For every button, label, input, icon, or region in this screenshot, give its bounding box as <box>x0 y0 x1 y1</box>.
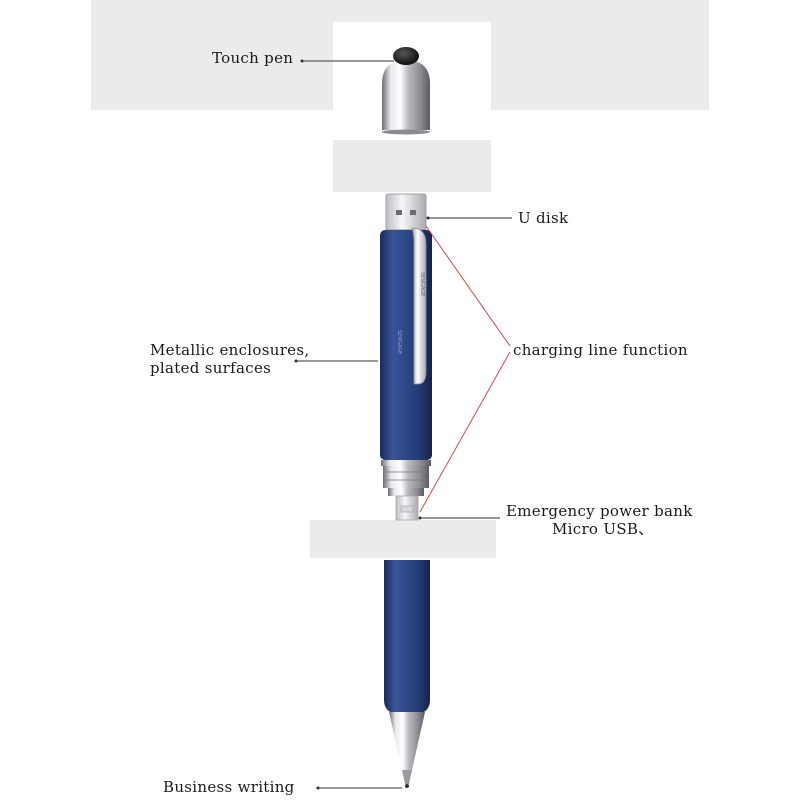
emergency-label-line-2: Micro USB、 <box>552 520 654 538</box>
charging-line-label: charging line function <box>513 341 688 359</box>
metallic-enclosures-label: Metallic enclosures, plated surfaces <box>150 341 309 377</box>
pen-clip <box>411 227 427 385</box>
lower-barrel <box>384 560 430 788</box>
u-disk-label: U disk <box>518 209 569 227</box>
middle-chrome-ring <box>381 460 431 496</box>
usb-connector <box>385 193 427 231</box>
business-writing-label: Business writing <box>163 778 295 796</box>
touch-pen-cap <box>382 47 430 135</box>
emergency-power-bank-label: Emergency power bank Micro USB、 <box>506 502 693 538</box>
leader-line-dots <box>294 59 430 790</box>
barrel-logo: SENGAGE <box>396 330 402 354</box>
leader-lines <box>296 60 512 789</box>
clip-logo: SENGAGE <box>419 272 425 296</box>
micro-usb-connector <box>395 495 419 521</box>
charging-indicator-lines <box>419 225 511 513</box>
emergency-label-line-1: Emergency power bank <box>506 502 693 520</box>
touch-pen-label: Touch pen <box>212 49 294 67</box>
metallic-label-line-2: plated surfaces <box>150 359 272 377</box>
stylus-tip-icon <box>393 47 419 65</box>
upper-barrel: SENGAGE SENGAGE <box>380 227 432 460</box>
barrel-separator-panel <box>310 520 496 558</box>
metallic-label-line-1: Metallic enclosures, <box>150 341 310 359</box>
cap-separator-panel <box>333 140 491 192</box>
